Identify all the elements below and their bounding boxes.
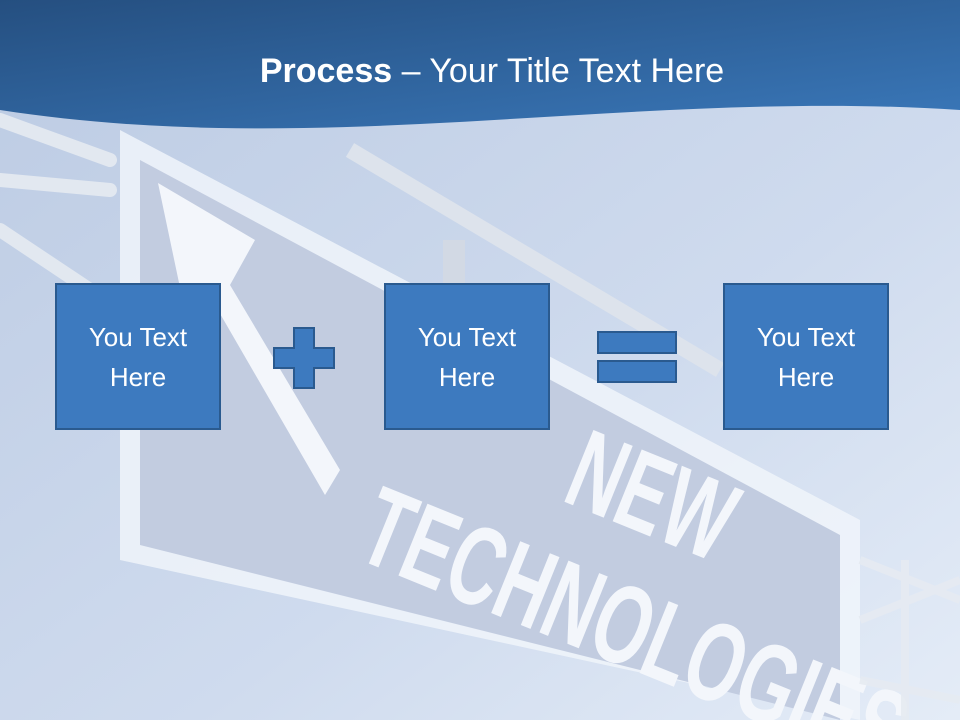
equals-icon [597, 331, 677, 388]
title-text: – Your Title Text Here [392, 52, 725, 90]
box-text-line2: Here [777, 361, 835, 392]
title-bold: Process [259, 52, 393, 90]
box-text-line2: Here [109, 361, 167, 392]
process-box-1[interactable]: You Text Here [55, 283, 221, 430]
process-box-3[interactable]: You Text Here [723, 283, 889, 430]
process-box-2[interactable]: You Text Here [384, 283, 550, 430]
slide-title: Process – Your Title Text Here [0, 52, 960, 91]
box-text-line1: You Text [88, 321, 188, 352]
box-text-line1: You Text [417, 321, 517, 352]
box-text-line2: Here [438, 361, 496, 392]
plus-icon [273, 327, 335, 394]
box-text-line1: You Text [756, 321, 856, 352]
